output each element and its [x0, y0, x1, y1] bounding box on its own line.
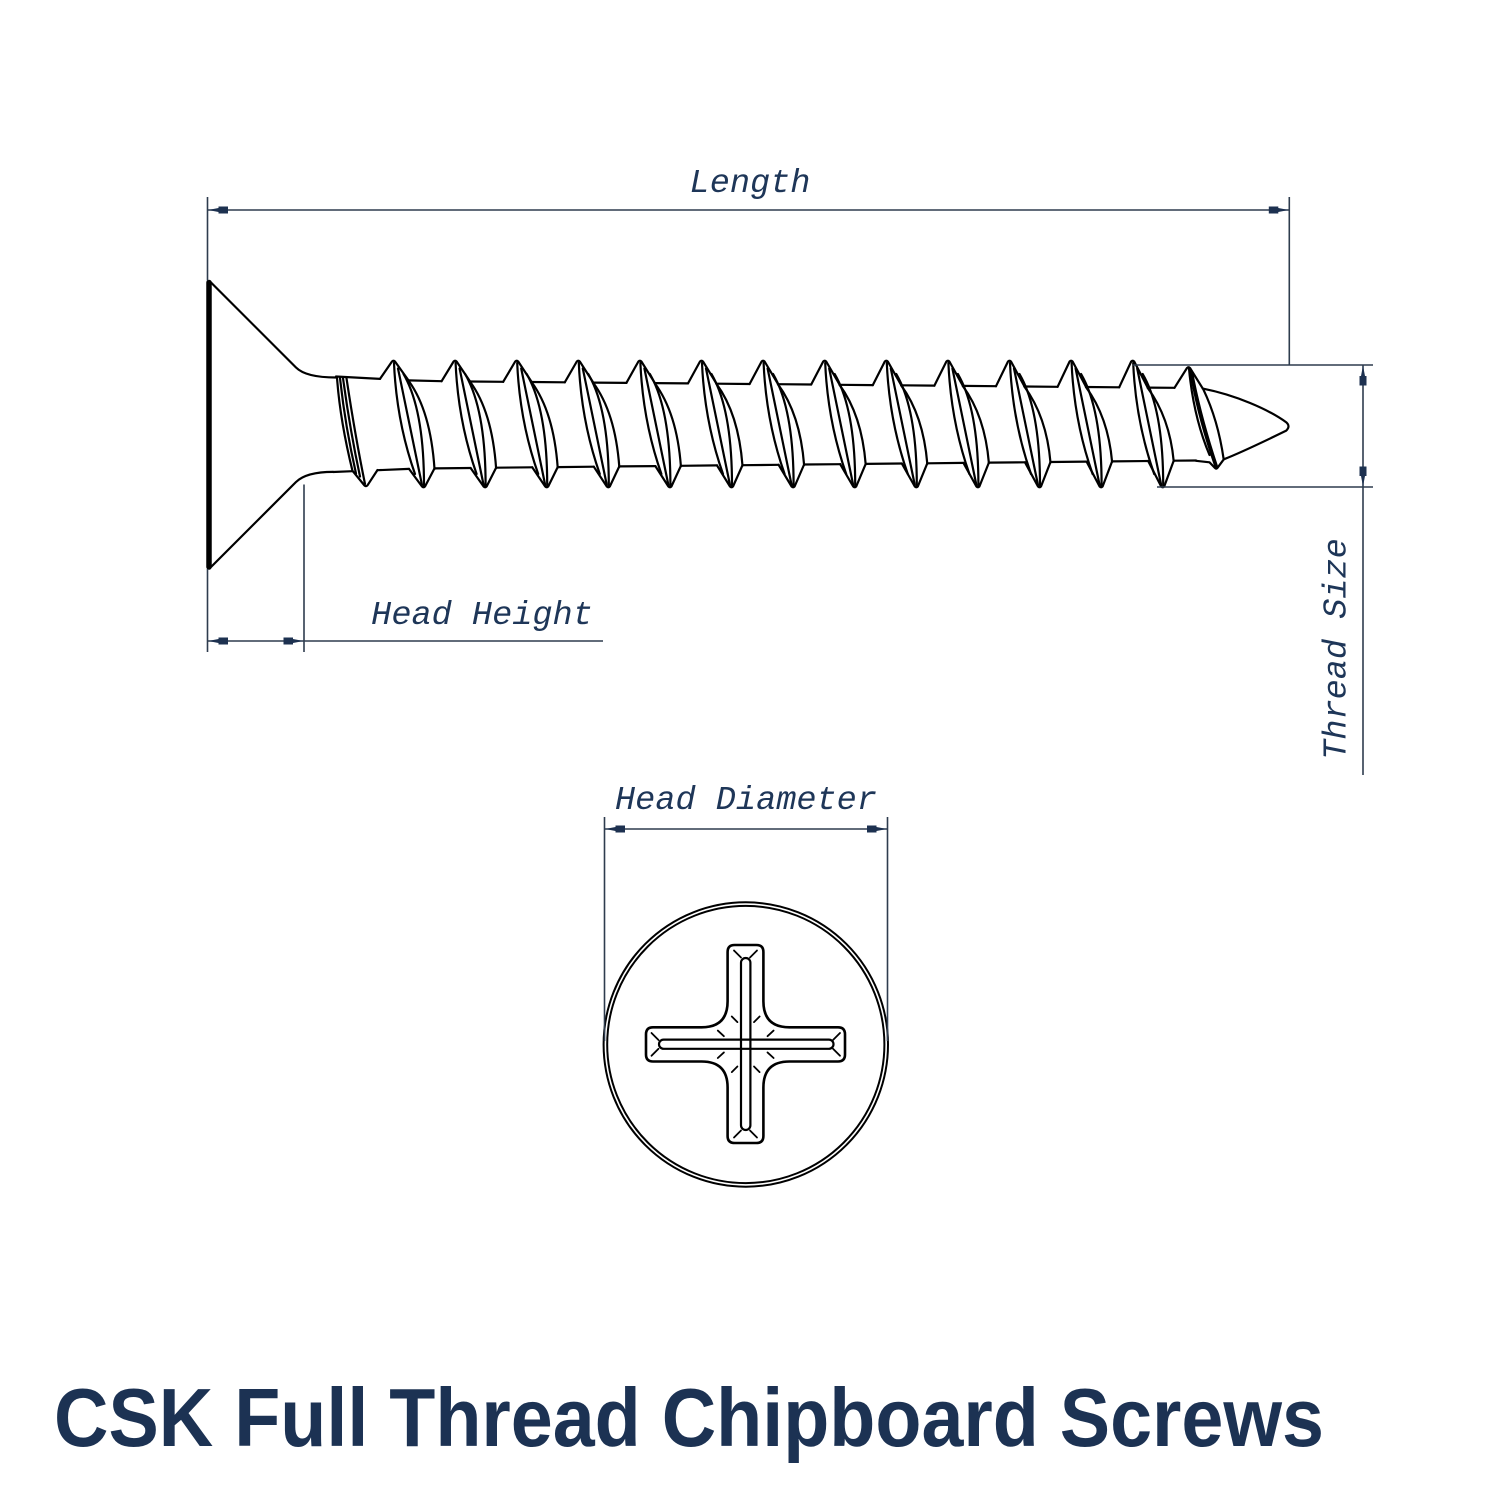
- svg-text:Length: Length: [690, 165, 811, 203]
- svg-text:Head Height: Head Height: [371, 597, 593, 635]
- svg-text:Thread Size: Thread Size: [1319, 538, 1357, 760]
- svg-text:CSK Full Thread Chipboard Scre: CSK Full Thread Chipboard Screws: [54, 1371, 1324, 1464]
- svg-text:Head Diameter: Head Diameter: [615, 782, 877, 820]
